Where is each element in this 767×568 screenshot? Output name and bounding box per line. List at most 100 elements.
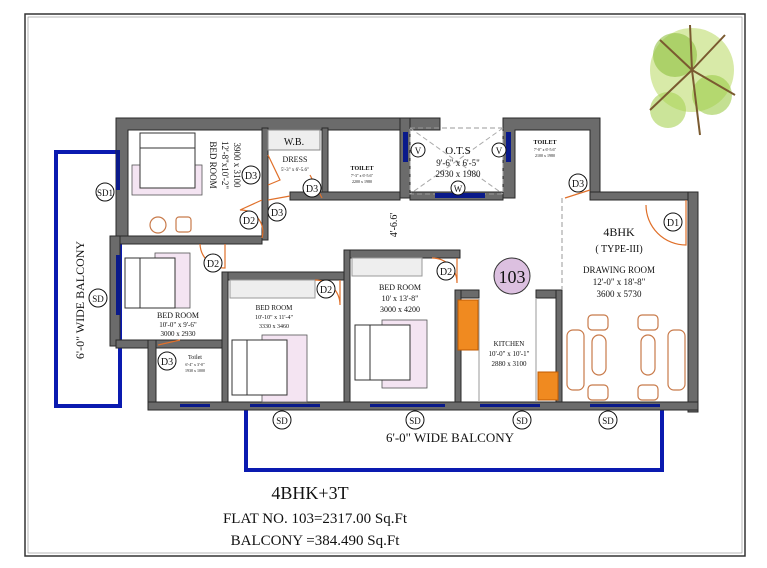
passage-width-dimension: 4'-6.6' [389,213,400,238]
door-tag-d1: D1 [663,212,683,232]
svg-text:D3: D3 [572,179,584,190]
toilet-3-size-mm: 1930 x 1000 [185,368,205,373]
ots-label: O.T.S [445,145,470,157]
door-tag-d2: D2 [436,261,456,281]
svg-text:BED ROOM: BED ROOM [208,141,218,188]
door-tag-d2: D2 [203,253,223,273]
walls [109,117,699,413]
bedroom-mid-size: 10'-10" x 11'-4" [255,315,293,321]
kitchen-size-mm: 2880 x 3100 [492,360,528,368]
drawing-frame [24,13,746,557]
svg-text:SD1: SD1 [97,188,113,198]
ots-size-mm: 2930 x 1980 [436,169,482,179]
bedroom-right-size-mm: 3000 x 4200 [380,305,420,314]
svg-text:D1: D1 [667,218,679,229]
wash-basin-counter [267,129,321,151]
svg-text:SD: SD [92,294,104,304]
svg-text:D2: D2 [207,259,219,270]
windows [116,132,660,407]
drawing-room-size-mm: 3600 x 5730 [597,289,643,299]
door-tag-d3: D3 [302,178,322,198]
tree-icon [649,24,736,136]
svg-text:SD: SD [409,416,421,426]
toilet-2-size: 7'-0" x 6'-5.6" [534,147,557,152]
window-tag-v: V [410,142,426,158]
window-tag-w: W [450,180,466,196]
ots-size: 9'-6" x 6'-5" [436,158,480,168]
kitchen-shelf [457,299,479,351]
left-balcony-label: 6'-0" WIDE BALCONY [73,241,87,359]
bedroom-left-size-mm: 3000 x 2930 [161,330,197,338]
flat-number-badge: 103 [493,257,531,295]
sliding-door-tag-sd: SD [88,288,108,308]
svg-text:D2: D2 [243,216,255,227]
toilet-1-size: 7'-3" x 6'-5.6" [351,173,374,178]
toilet-2-size-mm: 2100 x 1980 [535,153,555,158]
bottom-balcony-label: 6'-0" WIDE BALCONY [386,430,515,445]
bed-icon [354,319,428,389]
svg-text:D3: D3 [245,171,257,182]
toilet-1-label: TOILET [351,166,374,172]
dress-label: DRESS [283,155,308,164]
kitchen-size: 10'-0" x 10'-1" [489,350,530,358]
flat-type-subtitle: ( TYPE-III) [595,244,642,255]
toilet-3-label: Toilet [188,355,202,361]
wb-label: W.B. [284,137,304,148]
flat-area: FLAT NO. 103=2317.00 Sq.Ft [223,511,408,527]
drawing-room-size: 12'-0" x 18'-8" [593,277,646,287]
bedroom-left-size: 10'-0" x 9'-6" [159,321,197,329]
door-tag-d3: D3 [241,165,261,185]
sliding-door-tag-sd: SD [512,410,532,430]
room-label-master-bedroom: BED ROOM 12'-8"x10'-2" 3900 x 3100 [208,141,242,189]
svg-text:D3: D3 [271,208,283,219]
door-tag-d3: D3 [267,202,287,222]
svg-text:D2: D2 [440,267,452,278]
ots-cross [409,127,504,195]
sofa-set-icon [566,314,686,401]
svg-text:D3: D3 [306,184,318,195]
balcony-area: BALCONY =384.490 Sq.Ft [231,533,401,549]
toilet-3-size: 6'-4" x 3'-0" [185,362,205,367]
svg-text:V: V [496,146,503,156]
bedroom-right-label: BED ROOM [379,283,421,292]
toilet-1-size-mm: 2200 x 1980 [352,179,372,184]
door-tag-d2: D2 [316,279,336,299]
sliding-door-tag-sd: SD [272,410,292,430]
bedroom-right-size: 10' x 13'-8" [382,294,419,303]
stove-icon [537,371,559,401]
bed-icon [231,334,308,403]
sliding-door-tag-sd: SD [405,410,425,430]
sliding-door-tag-sd: SD [598,410,618,430]
svg-text:W: W [454,184,463,194]
sliding-door-tag-sd1: SD1 [95,182,115,202]
flat-config: 4BHK+3T [271,483,348,503]
bedroom-mid-label: BED ROOM [256,304,294,312]
svg-text:SD: SD [276,416,288,426]
door-tag-d3: D3 [568,173,588,193]
svg-text:12'-8"x10'-2": 12'-8"x10'-2" [220,141,230,189]
dress-size: 5'-3" x 6'-5.6" [281,168,309,173]
svg-text:3900 x 3100: 3900 x 3100 [232,143,242,189]
drawing-frame-inner [27,16,743,554]
window-tag-v: V [491,142,507,158]
bedroom-left-label: BED ROOM [157,311,199,320]
flat-type-title: 4BHK [603,225,635,239]
svg-text:D3: D3 [161,357,173,368]
drawing-room-label: DRAWING ROOM [583,265,655,275]
svg-text:SD: SD [602,416,614,426]
svg-text:103: 103 [499,267,526,287]
door-tag-d3: D3 [157,351,177,371]
wardrobe [351,257,423,277]
svg-text:SD: SD [516,416,528,426]
svg-text:D2: D2 [320,285,332,296]
door-tag-d2: D2 [239,210,259,230]
kitchen-label: KITCHEN [494,340,525,348]
toilet-2-label: TOILET [534,140,557,146]
svg-text:V: V [415,146,422,156]
wardrobe [229,279,316,299]
chair-icon [149,216,192,234]
bedroom-mid-size-mm: 3330 x 3460 [259,324,289,330]
ots-shaft [409,127,504,195]
bed-icon [131,132,203,196]
